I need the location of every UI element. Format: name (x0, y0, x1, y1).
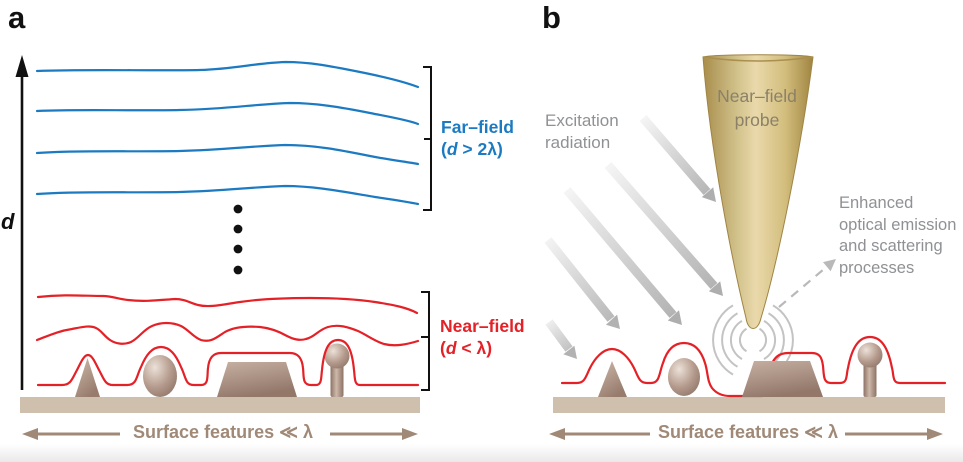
surface-arrow-b (549, 428, 943, 440)
far-field-wavefronts (35, 60, 420, 206)
excitation-arrows (544, 115, 723, 359)
ellipsis-dots (233, 204, 243, 275)
substrate-b (553, 397, 945, 413)
near-field-title: Near–field (440, 316, 525, 336)
panel-b-letter: b (542, 0, 561, 35)
surface-features-a (75, 343, 350, 397)
far-field-label: Far–field (d > 2λ) (441, 116, 514, 160)
near-field-bracket (421, 291, 430, 391)
near-field-contour-b (560, 335, 947, 398)
far-field-title: Far–field (441, 117, 514, 137)
d-axis-label: d (1, 209, 15, 234)
near-field-contours (35, 294, 420, 387)
far-field-condition: (d > 2λ) (441, 139, 503, 159)
panel-a-letter: a (8, 0, 26, 35)
trapezoid-feature-b (742, 361, 823, 397)
enhanced-emission-label: Enhanced optical emission and scattering… (839, 194, 957, 277)
near-field-probe-cone (702, 54, 814, 329)
near-field-condition: (d < λ) (440, 338, 493, 358)
excitation-radiation-label: Excitation radiation (545, 111, 619, 152)
surface-arrow-a (22, 428, 418, 440)
surface-features-label-a: Surface features ≪ λ (133, 422, 313, 442)
surface-features-label-b: Surface features ≪ λ (658, 422, 838, 442)
near-field-label: Near–field (d < λ) (440, 315, 525, 359)
d-axis (15, 55, 29, 390)
near-field-probe-label: Near–field probe (717, 86, 797, 130)
bottom-fade (0, 444, 963, 462)
emission-arrow (778, 259, 836, 308)
surface-features-b (598, 342, 883, 397)
substrate-a (20, 397, 420, 413)
far-field-bracket (423, 66, 432, 211)
